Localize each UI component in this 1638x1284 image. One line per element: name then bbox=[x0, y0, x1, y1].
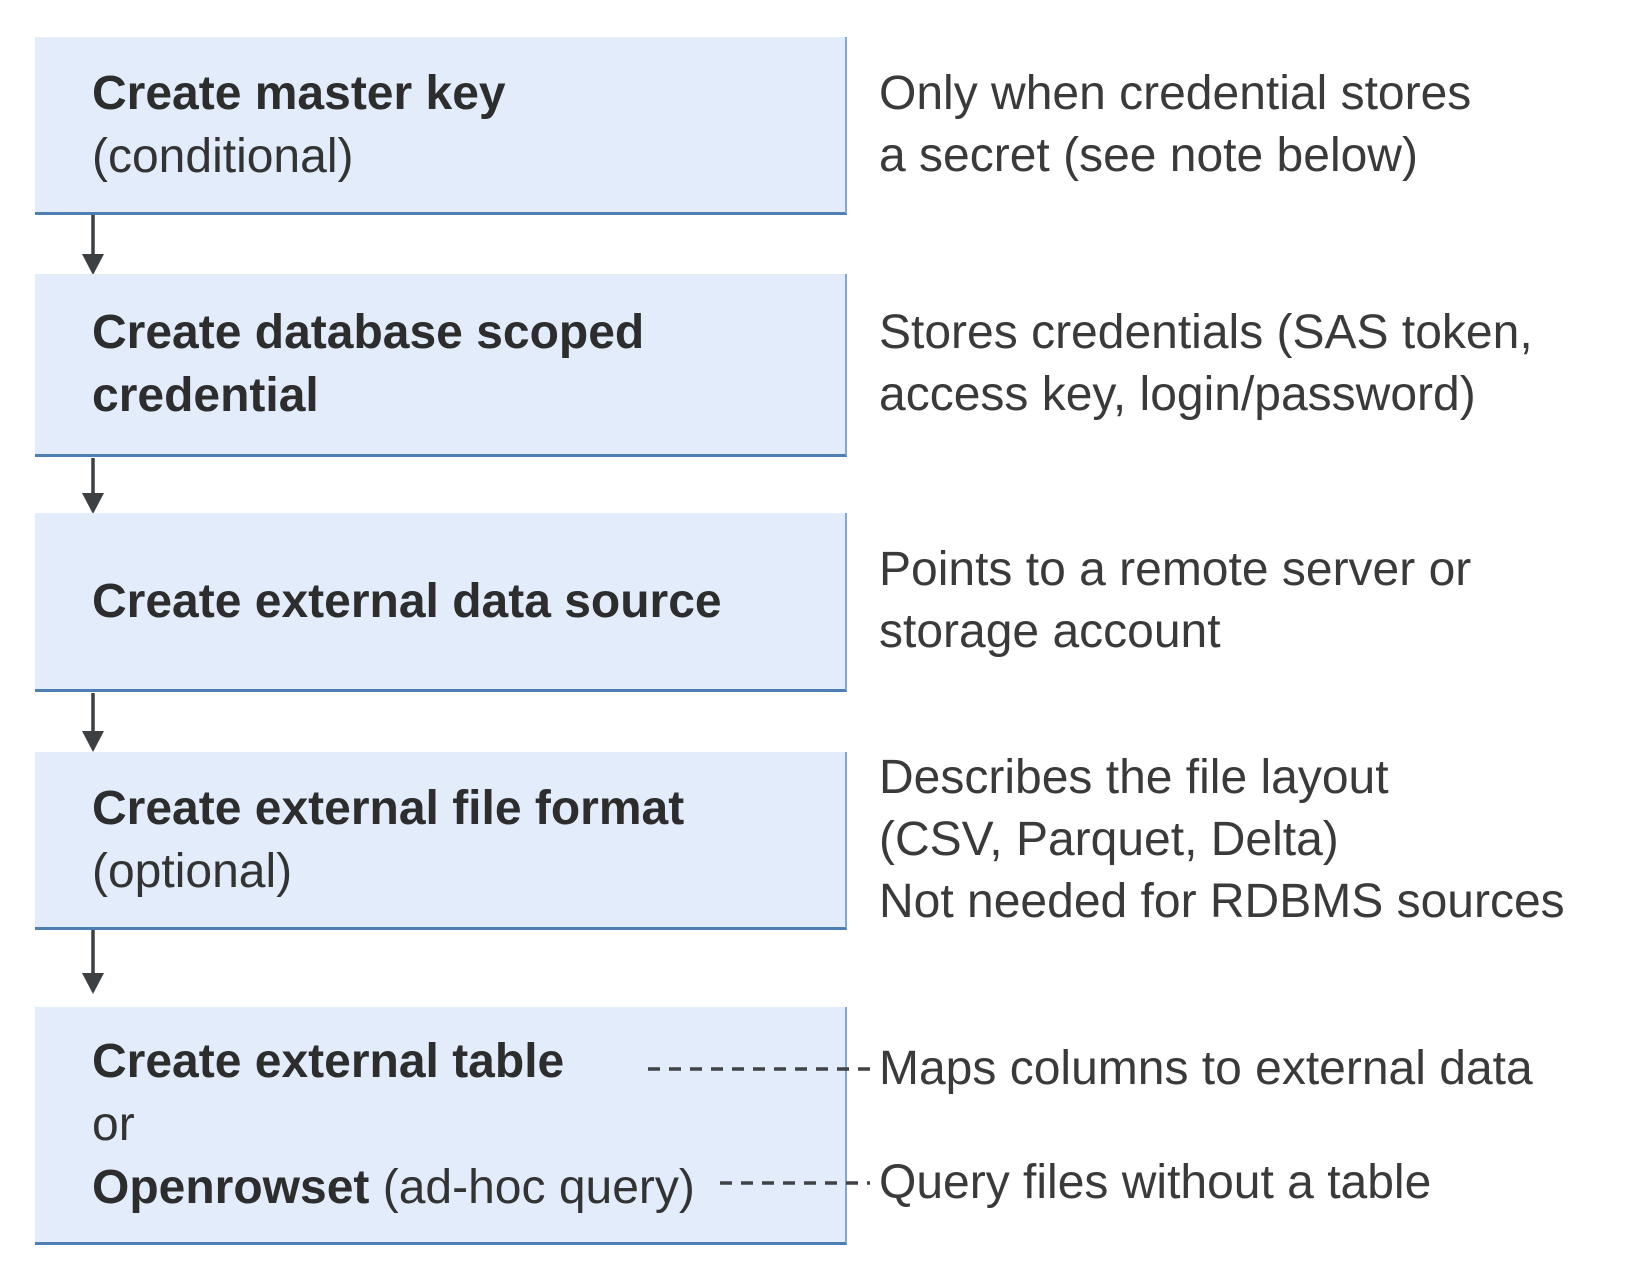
step-qualifier: (conditional) bbox=[92, 129, 354, 183]
step-conjunction: or bbox=[92, 1098, 135, 1151]
step-box-create-external-data-source: Create external data source bbox=[35, 513, 847, 692]
step-title: Create external file format bbox=[92, 781, 685, 835]
dashed-connector-line bbox=[720, 1181, 870, 1185]
step-alt-qualifier: (ad-hoc query) bbox=[369, 1161, 695, 1214]
step-qualifier: (optional) bbox=[92, 844, 293, 898]
step-title: Create external data source bbox=[92, 574, 722, 628]
annotation-data-source: Points to a remote server or storage acc… bbox=[879, 543, 1472, 658]
step-title: Create external table bbox=[92, 1035, 565, 1088]
annotation-external-table: Maps columns to external data bbox=[879, 1042, 1533, 1095]
down-arrow-icon bbox=[82, 215, 104, 275]
step-title: Create master key bbox=[92, 66, 506, 120]
down-arrow-icon bbox=[82, 693, 104, 752]
step-title-line2: credential bbox=[92, 369, 319, 422]
annotation-scoped-credential: Stores credentials (SAS token, access ke… bbox=[879, 306, 1533, 421]
step-title: Create database scoped bbox=[92, 306, 645, 359]
down-arrow-icon bbox=[82, 930, 104, 994]
annotation-openrowset: Query files without a table bbox=[879, 1156, 1432, 1209]
dashed-connector-line bbox=[648, 1067, 870, 1071]
step-box-create-external-table-or-openrowset: Create external table or Openrowset (ad-… bbox=[35, 1007, 847, 1245]
annotation-file-format: Describes the file layout (CSV, Parquet,… bbox=[879, 751, 1565, 928]
down-arrow-icon bbox=[82, 458, 104, 514]
annotation-master-key: Only when credential stores a secret (se… bbox=[879, 67, 1472, 182]
step-box-create-master-key: Create master key (conditional) bbox=[35, 37, 847, 215]
step-box-create-external-file-format: Create external file format (optional) bbox=[35, 752, 847, 930]
step-alt-title: Openrowset (ad-hoc query) bbox=[92, 1161, 695, 1214]
step-box-create-database-scoped-credential: Create database scoped credential bbox=[35, 274, 847, 457]
